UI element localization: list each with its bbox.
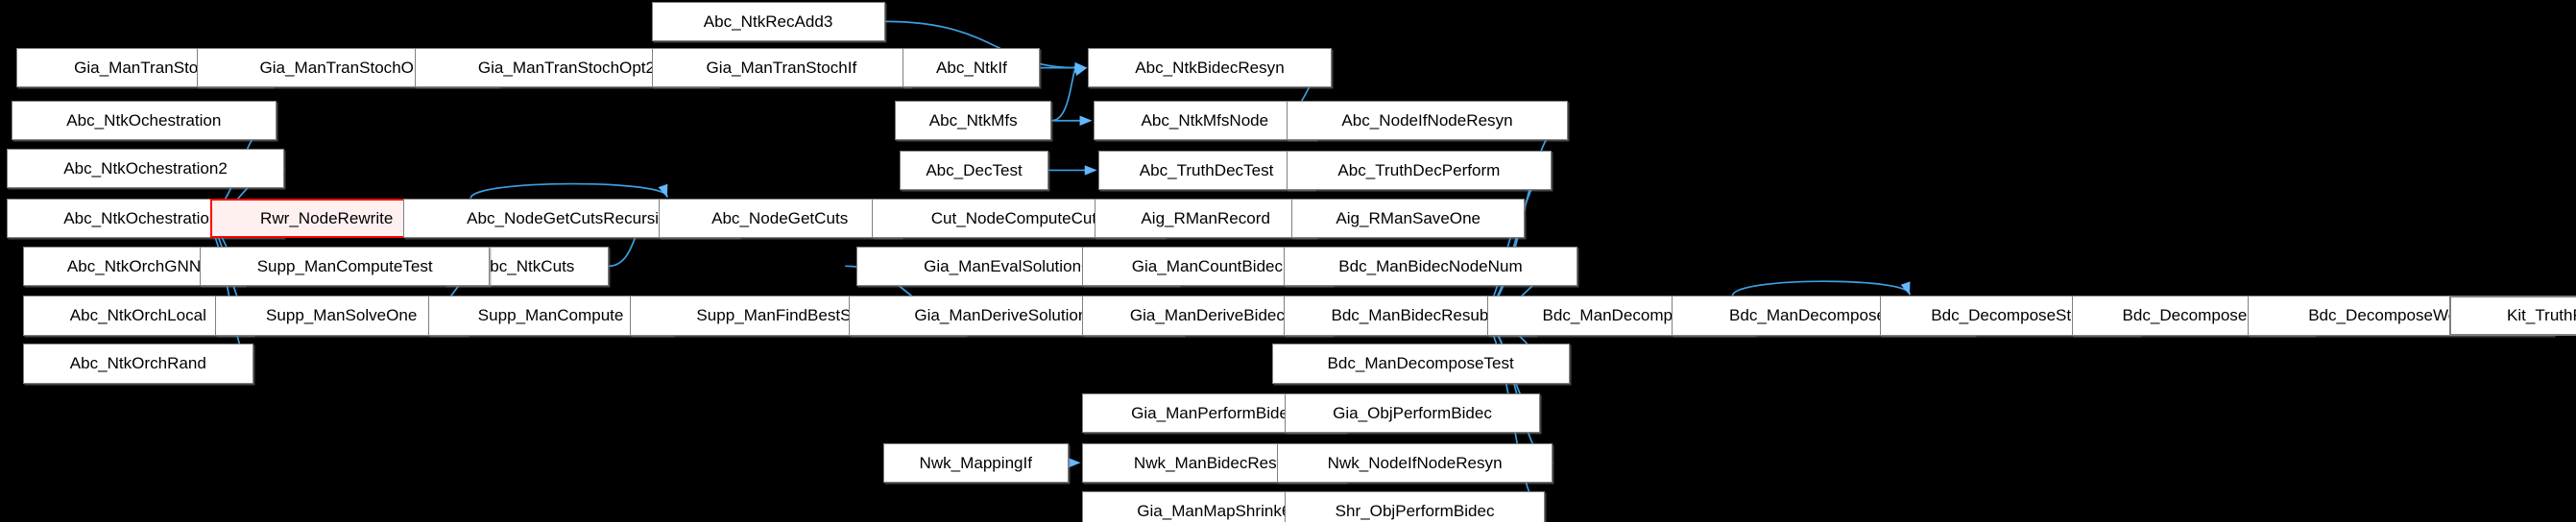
graph-node[interactable]: Abc_NodeIfNodeResyn [1287, 101, 1568, 141]
graph-node[interactable]: Abc_NtkOrchLocal [23, 296, 253, 336]
graph-edge [1731, 280, 1911, 297]
graph-edge [469, 182, 668, 200]
edge-arrowhead [1900, 281, 1911, 296]
graph-node[interactable]: Bdc_ManDecomposeTest [1271, 344, 1570, 384]
graph-node[interactable]: Abc_TruthDecPerform [1287, 150, 1552, 191]
graph-node[interactable]: Abc_DecTest [900, 150, 1049, 191]
edge-arrowhead [658, 183, 668, 198]
graph-node[interactable]: Supp_ManComputeTest [200, 246, 490, 286]
graph-edge [1475, 315, 1553, 464]
graph-node[interactable]: Aig_RManSaveOne [1291, 198, 1526, 239]
graph-node[interactable]: Abc_NtkMfs [894, 101, 1052, 141]
edge-arrowhead [1084, 165, 1097, 176]
graph-node[interactable]: Nwk_MappingIf [882, 442, 1069, 483]
graph-node[interactable]: Gia_ManTranStochIf [651, 47, 912, 88]
graph-node[interactable]: Kit_TruthForallNew [2449, 296, 2576, 336]
graph-node[interactable]: Abc_TruthDecTest [1097, 150, 1315, 191]
graph-node[interactable]: Supp_ManSolveOne [214, 296, 469, 336]
graph-node[interactable]: Abc_NtkOchestration [12, 101, 277, 141]
edge-arrowhead [1079, 115, 1093, 126]
graph-edge [884, 20, 1077, 69]
graph-node[interactable]: Gia_ObjPerformBidec [1285, 392, 1540, 434]
edge-arrowhead [1068, 458, 1081, 468]
graph-node[interactable]: Abc_NtkIf [903, 47, 1041, 88]
graph-node[interactable]: Abc_NtkRecAdd3 [651, 1, 885, 42]
graph-node[interactable]: Aig_RManRecord [1095, 198, 1317, 239]
graph-edge [1051, 66, 1078, 122]
graph-edge [1475, 169, 1552, 317]
graph-node[interactable]: Abc_NtkOchestration2 [6, 149, 285, 189]
graph-node[interactable]: Nwk_NodeIfNodeResyn [1276, 442, 1553, 483]
graph-node[interactable]: Abc_NtkBidecResyn [1088, 47, 1332, 88]
graph-node[interactable]: Abc_NtkOrchRand [23, 344, 253, 384]
graph-node[interactable]: Abc_NodeGetCuts [658, 198, 902, 239]
graph-edge [198, 217, 253, 365]
graph-node[interactable]: Abc_NtkMfsNode [1093, 101, 1317, 141]
graph-node[interactable]: Bdc_ManBidecNodeNum [1283, 246, 1578, 286]
graph-node[interactable]: Shr_ObjPerformBidec [1285, 490, 1545, 522]
edge-arrowhead [1073, 65, 1088, 76]
